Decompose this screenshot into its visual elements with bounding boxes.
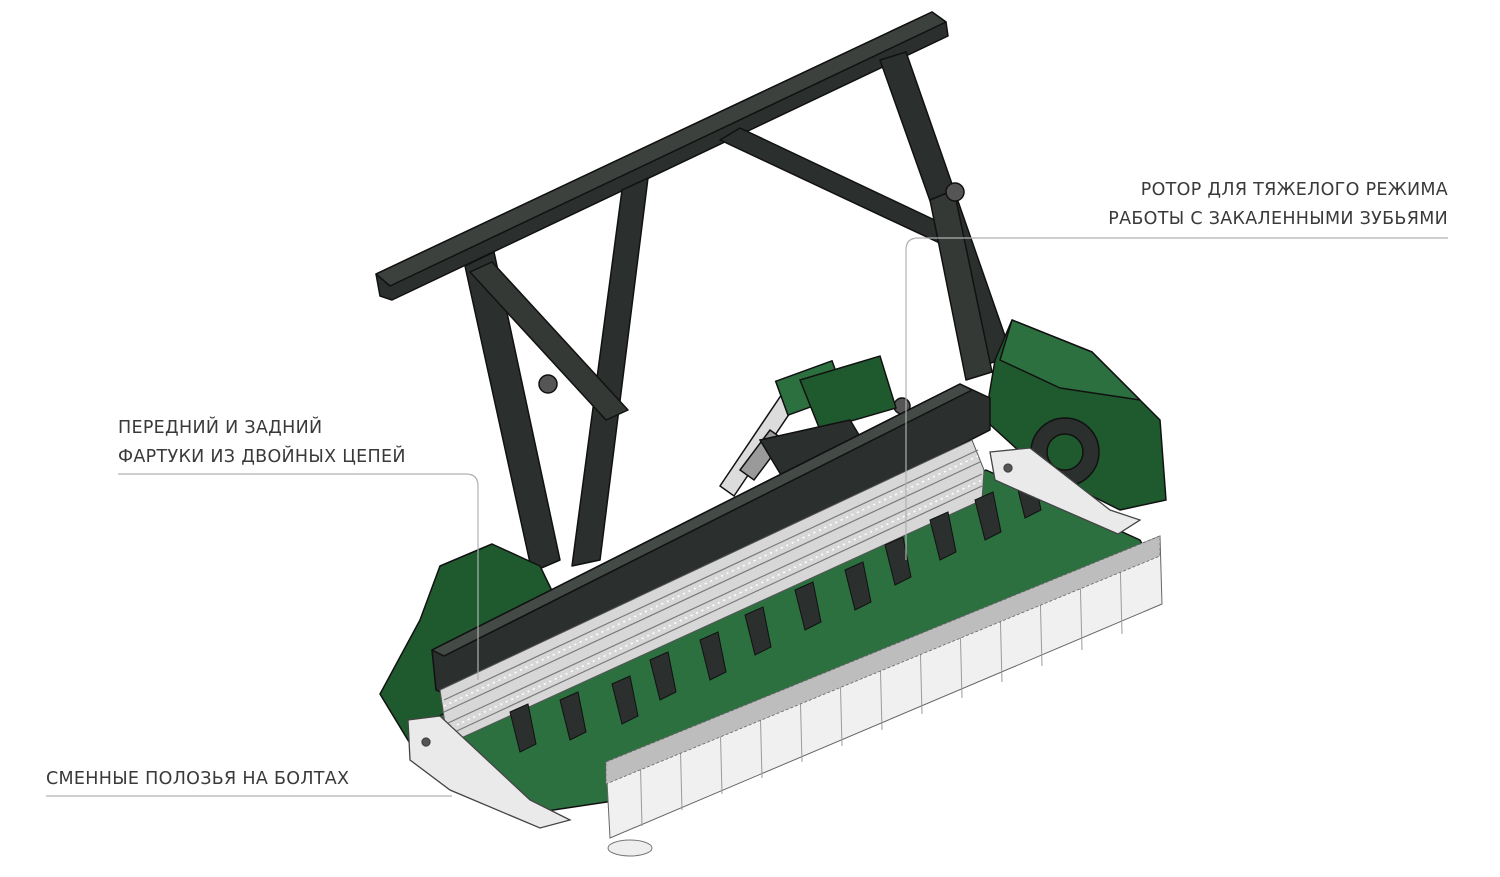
callout-rotor: РОТОР ДЛЯ ТЯЖЕЛОГО РЕЖИМА РАБОТЫ С ЗАКАЛ… [1108,176,1448,234]
callout-rotor-line2: РАБОТЫ С ЗАКАЛЕННЫМИ ЗУБЬЯМИ [1108,209,1448,229]
callout-chains: ПЕРЕДНИЙ И ЗАДНИЙ ФАРТУКИ ИЗ ДВОЙНЫХ ЦЕП… [118,414,406,472]
leader-lines [46,237,1448,797]
callout-rotor-line1: РОТОР ДЛЯ ТЯЖЕЛОГО РЕЖИМА [1140,180,1448,200]
callout-chains-line1: ПЕРЕДНИЙ И ЗАДНИЙ [118,418,323,438]
callout-skids: СМЕННЫЕ ПОЛОЗЬЯ НА БОЛТАХ [46,765,349,794]
callout-chains-line2: ФАРТУКИ ИЗ ДВОЙНЫХ ЦЕПЕЙ [118,447,406,467]
callout-skids-line1: СМЕННЫЕ ПОЛОЗЬЯ НА БОЛТАХ [46,769,350,789]
leader-line-chains [118,473,479,680]
hitch-frame [375,11,1013,573]
front-chain-fringe [605,535,1163,857]
bolt-on-skids [407,447,1142,829]
chain-curtain [439,439,985,745]
mulcher-housing [379,319,1167,813]
leader-line-rotor [905,237,1448,560]
